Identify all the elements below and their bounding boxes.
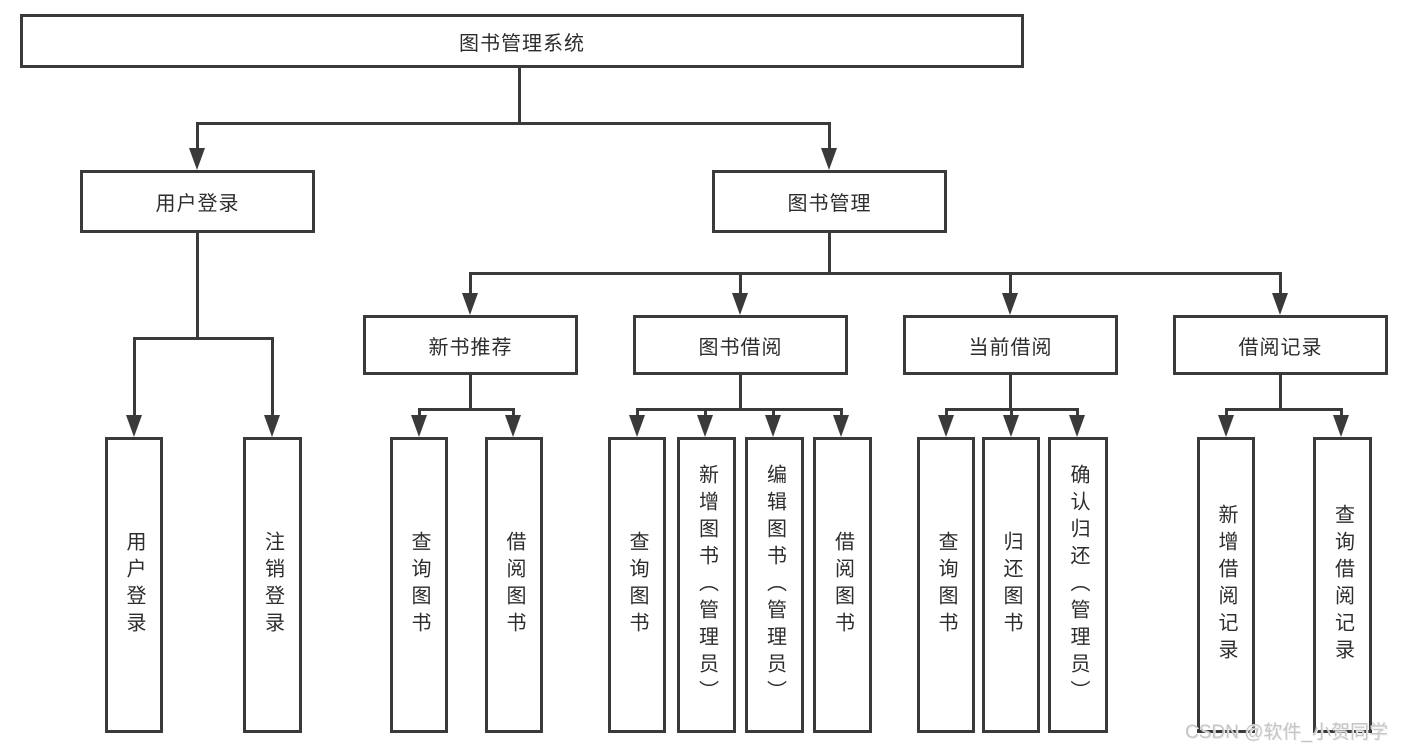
node-book-management-label: 图书管理 bbox=[787, 193, 872, 215]
node-current-borrow: 当前借阅 bbox=[903, 315, 1118, 375]
leaf-newbook-borrow-books-label: 借阅图书 bbox=[503, 531, 525, 639]
leaf-current-return-books-label: 归还图书 bbox=[1000, 531, 1022, 639]
arrowhead-icon bbox=[732, 293, 748, 315]
arrowhead-icon bbox=[411, 415, 427, 437]
connector-line bbox=[469, 272, 1281, 275]
connector-line bbox=[1009, 272, 1012, 298]
node-user-login-label: 用户登录 bbox=[155, 193, 240, 215]
connector-line bbox=[1279, 272, 1282, 298]
leaf-records-add-record-label: 新增借阅记录 bbox=[1215, 504, 1237, 666]
connector-line bbox=[469, 272, 472, 298]
connector-line bbox=[1010, 408, 1013, 421]
leaf-newbook-query-books-label: 查询图书 bbox=[408, 531, 430, 639]
arrowhead-icon bbox=[462, 293, 478, 315]
node-current-borrow-label: 当前借阅 bbox=[968, 336, 1053, 359]
leaf-user-login: 用户登录 bbox=[105, 437, 163, 733]
connector-line bbox=[518, 68, 521, 122]
leaf-borrow-add-books-admin: 新增图书（管理员） bbox=[677, 437, 736, 733]
connector-line bbox=[828, 122, 831, 152]
leaf-current-confirm-return-admin-label: 确认归还（管理员） bbox=[1067, 463, 1089, 707]
connector-line bbox=[1009, 375, 1012, 408]
arrowhead-icon bbox=[1272, 293, 1288, 315]
leaf-records-add-record: 新增借阅记录 bbox=[1197, 437, 1255, 733]
arrowhead-icon bbox=[938, 415, 954, 437]
connector-line bbox=[772, 408, 775, 421]
arrowhead-icon bbox=[1333, 415, 1349, 437]
leaf-current-query-books-label: 查询图书 bbox=[935, 531, 957, 639]
leaf-borrow-query-books: 查询图书 bbox=[608, 437, 666, 733]
arrowhead-icon bbox=[1002, 293, 1018, 315]
arrowhead-icon bbox=[765, 415, 781, 437]
node-borrow-records-label: 借阅记录 bbox=[1238, 336, 1323, 359]
connector-line bbox=[636, 408, 843, 411]
connector-line bbox=[1225, 408, 1343, 411]
arrowhead-icon bbox=[264, 415, 280, 437]
leaf-records-query-record-label: 查询借阅记录 bbox=[1331, 504, 1354, 666]
leaf-current-confirm-return-admin: 确认归还（管理员） bbox=[1048, 437, 1108, 733]
connector-line bbox=[636, 408, 639, 421]
leaf-borrow-edit-books-admin: 编辑图书（管理员） bbox=[745, 437, 804, 733]
leaf-borrow-edit-books-admin-label: 编辑图书（管理员） bbox=[763, 463, 786, 707]
connector-line bbox=[828, 233, 831, 272]
node-book-management: 图书管理 bbox=[712, 170, 947, 233]
connector-line bbox=[739, 272, 742, 298]
connector-line bbox=[739, 375, 742, 408]
leaf-newbook-query-books: 查询图书 bbox=[390, 437, 448, 733]
connector-line bbox=[133, 337, 136, 419]
leaf-current-query-books: 查询图书 bbox=[917, 437, 975, 733]
node-book-borrow-label: 图书借阅 bbox=[698, 336, 783, 359]
arrowhead-icon bbox=[126, 415, 142, 437]
connector-line bbox=[1225, 408, 1228, 421]
connector-line bbox=[945, 408, 948, 421]
connector-line bbox=[418, 408, 515, 411]
connector-line bbox=[196, 122, 831, 125]
connector-line bbox=[418, 408, 421, 421]
leaf-borrow-borrow-books-label: 借阅图书 bbox=[831, 531, 854, 639]
node-borrow-records: 借阅记录 bbox=[1173, 315, 1388, 375]
leaf-borrow-borrow-books: 借阅图书 bbox=[813, 437, 872, 733]
arrowhead-icon bbox=[821, 148, 837, 170]
leaf-borrow-add-books-admin-label: 新增图书（管理员） bbox=[695, 463, 718, 707]
leaf-logout-label: 注销登录 bbox=[261, 531, 284, 639]
arrowhead-icon bbox=[1069, 415, 1085, 437]
leaf-logout: 注销登录 bbox=[243, 437, 302, 733]
connector-line bbox=[704, 408, 707, 421]
connector-line bbox=[133, 337, 274, 340]
csdn-watermark: CSDN @软件_小贺同学 bbox=[1185, 722, 1388, 743]
connector-line bbox=[1076, 408, 1079, 421]
node-user-login: 用户登录 bbox=[80, 170, 315, 233]
arrowhead-icon bbox=[505, 415, 521, 437]
arrowhead-icon bbox=[1003, 415, 1019, 437]
connector-line bbox=[469, 375, 472, 408]
arrowhead-icon bbox=[697, 415, 713, 437]
node-root-label: 图书管理系统 bbox=[459, 32, 585, 55]
node-book-borrow: 图书借阅 bbox=[633, 315, 848, 375]
node-new-book-recommend-label: 新书推荐 bbox=[428, 336, 513, 359]
connector-line bbox=[840, 408, 843, 421]
arrowhead-icon bbox=[189, 148, 205, 170]
node-root: 图书管理系统 bbox=[20, 14, 1024, 68]
arrowhead-icon bbox=[629, 415, 645, 437]
connector-line bbox=[196, 122, 199, 152]
node-new-book-recommend: 新书推荐 bbox=[363, 315, 578, 375]
leaf-user-login-label: 用户登录 bbox=[123, 531, 145, 639]
leaf-records-query-record: 查询借阅记录 bbox=[1313, 437, 1372, 733]
connector-line bbox=[1279, 375, 1282, 408]
arrowhead-icon bbox=[1218, 415, 1234, 437]
connector-line bbox=[512, 408, 515, 421]
leaf-newbook-borrow-books: 借阅图书 bbox=[485, 437, 543, 733]
connector-line bbox=[271, 337, 274, 419]
leaf-borrow-query-books-label: 查询图书 bbox=[626, 531, 648, 639]
arrowhead-icon bbox=[833, 415, 849, 437]
connector-line bbox=[196, 233, 199, 337]
leaf-current-return-books: 归还图书 bbox=[982, 437, 1040, 733]
connector-line bbox=[1340, 408, 1343, 421]
